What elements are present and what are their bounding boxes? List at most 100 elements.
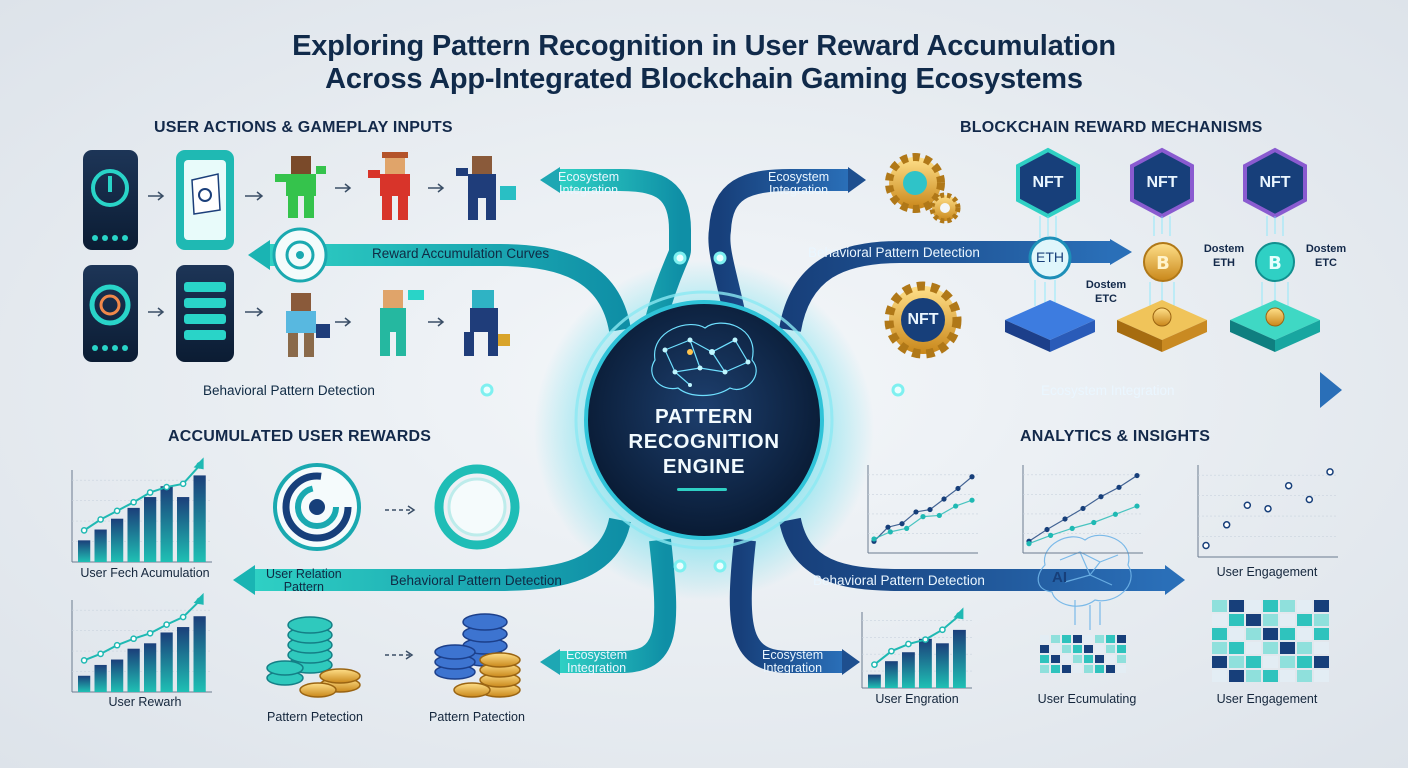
heatmap-cell bbox=[1280, 656, 1295, 668]
chart-point bbox=[888, 647, 895, 655]
chart-point bbox=[1264, 504, 1272, 513]
heatmap-cell bbox=[1297, 670, 1312, 682]
svg-text:B: B bbox=[1268, 253, 1282, 274]
nft-label: NFT bbox=[1259, 174, 1291, 191]
arrowhead-bpd-right bbox=[1110, 239, 1132, 265]
engine-core bbox=[584, 300, 824, 540]
chart-bar bbox=[177, 497, 190, 562]
flow-label-bpd-lower-left: Behavioral Pattern Detection bbox=[390, 573, 562, 588]
chart-bar bbox=[160, 486, 173, 562]
nft-label: NFT bbox=[1146, 174, 1178, 191]
bitcoin-coin-icon: B bbox=[1255, 242, 1295, 282]
heatmap-cell bbox=[1263, 628, 1278, 640]
engine-line-2: RECOGNITION bbox=[628, 430, 780, 453]
chart-point bbox=[1305, 495, 1314, 504]
progress-ring-icon bbox=[434, 464, 520, 550]
heatmap-cell bbox=[1073, 635, 1082, 643]
chart-point bbox=[130, 498, 137, 506]
caption-coins-2: Pattern Patection bbox=[429, 710, 525, 724]
title-line-1: Exploring Pattern Recognition in User Re… bbox=[292, 30, 1116, 62]
flow-label-eco-tr: Ecosystem Integration bbox=[768, 170, 830, 197]
arrowhead-lower-left bbox=[233, 565, 255, 595]
arrowhead-eco-mid-right bbox=[1320, 372, 1342, 408]
section-blockchain: BLOCKCHAIN REWARD MECHANISMS bbox=[960, 119, 1263, 136]
heatmap-cell bbox=[1280, 670, 1295, 682]
chart-point bbox=[1243, 501, 1252, 509]
chart-point bbox=[1284, 481, 1293, 490]
chart-series-line bbox=[1028, 475, 1138, 542]
heatmap-cell bbox=[1106, 645, 1115, 653]
chart-bar bbox=[919, 638, 932, 688]
heatmap-cell bbox=[1314, 656, 1329, 668]
chart-bar bbox=[78, 675, 91, 692]
flow-label-bpd-lower-right: Behavioral Pattern Detection bbox=[813, 573, 985, 588]
chart-bar bbox=[111, 518, 124, 562]
chart-point bbox=[179, 480, 187, 488]
node-glow bbox=[713, 251, 727, 265]
coin-stack-icon bbox=[434, 613, 521, 698]
heatmap-cell bbox=[1229, 642, 1244, 654]
heatmap-cell bbox=[1106, 655, 1115, 663]
step-arrows bbox=[148, 183, 445, 327]
heatmap-icon bbox=[1040, 635, 1126, 673]
heatmap-cell bbox=[1051, 665, 1060, 673]
heatmap-cell bbox=[1084, 655, 1093, 663]
caption-chart-1: User Fech Acumulation bbox=[80, 566, 210, 580]
phone-icon bbox=[176, 265, 234, 362]
progress-ring-icon bbox=[273, 463, 361, 551]
heatmap-cell bbox=[1040, 645, 1049, 653]
heatmap-cell bbox=[1062, 655, 1071, 663]
channel-bottom-left bbox=[560, 538, 677, 673]
arrowhead-eco-tr bbox=[848, 167, 866, 193]
chart-point bbox=[871, 661, 878, 668]
heatmap-cell bbox=[1212, 642, 1227, 654]
phone-icon bbox=[176, 150, 234, 250]
node-glow bbox=[673, 251, 687, 265]
heatmap-cell bbox=[1246, 670, 1261, 682]
chart-point bbox=[1326, 468, 1334, 476]
chart-bar bbox=[193, 475, 206, 562]
pedestal-icon bbox=[1005, 300, 1095, 352]
chart-point bbox=[179, 613, 187, 621]
chart-bar bbox=[902, 652, 915, 688]
chart-bar bbox=[144, 497, 157, 562]
chart-point bbox=[163, 621, 170, 628]
chart-point bbox=[146, 629, 154, 637]
dashed-arrow bbox=[385, 505, 416, 515]
chart-point bbox=[1202, 541, 1210, 550]
heatmap-cell bbox=[1084, 665, 1093, 673]
engine-label: PATTERN RECOGNITION ENGINE bbox=[604, 404, 804, 479]
ai-label: AI bbox=[1052, 569, 1067, 586]
heatmap-cell bbox=[1117, 665, 1126, 673]
heatmap-cell bbox=[1051, 645, 1060, 653]
heatmap-cell bbox=[1229, 670, 1244, 682]
engine-line-1: PATTERN bbox=[655, 405, 753, 428]
flow-label-eco-mid-right: Ecosystem Integration bbox=[1041, 383, 1175, 398]
chart-series-line bbox=[873, 476, 973, 542]
character-icon bbox=[464, 290, 510, 356]
chart-point bbox=[80, 527, 88, 534]
chart-bar bbox=[94, 664, 107, 692]
chart-bar bbox=[111, 659, 124, 692]
heatmap-cell bbox=[1095, 635, 1104, 643]
heatmap-cell bbox=[1263, 614, 1278, 626]
arrowhead-eco-bl bbox=[540, 649, 560, 675]
heatmap-cell bbox=[1314, 628, 1329, 640]
chart-bar bbox=[144, 643, 157, 692]
caption-chart-2: User Rewarh bbox=[108, 695, 182, 709]
chart-bar bbox=[885, 661, 898, 688]
heatmap-cell bbox=[1062, 665, 1071, 673]
chart-point bbox=[113, 507, 121, 515]
arrowhead-reward-curves bbox=[248, 240, 270, 270]
caption-heatmap-ai: User Ecumulating bbox=[1037, 692, 1137, 706]
heatmap-cell bbox=[1212, 614, 1227, 626]
heatmap-cell bbox=[1314, 600, 1329, 612]
heatmap-cell bbox=[1229, 614, 1244, 626]
chart-point bbox=[1026, 541, 1032, 547]
heatmap-cell bbox=[1095, 655, 1104, 663]
chart-point bbox=[130, 635, 137, 643]
heatmap-cell bbox=[1297, 600, 1312, 612]
engine-line-3: ENGINE bbox=[662, 455, 746, 478]
chart-point bbox=[922, 636, 929, 643]
